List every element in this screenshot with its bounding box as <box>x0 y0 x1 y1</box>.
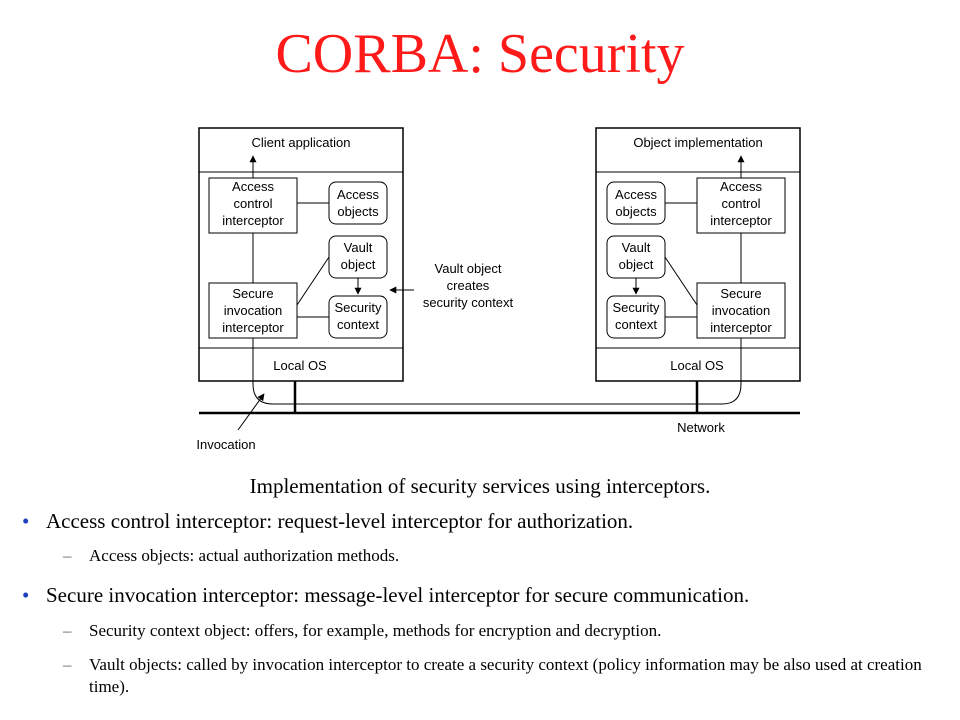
server-access-control-interceptor <box>696 177 786 234</box>
server-secure-invocation-interceptor-line1: Secure <box>720 286 761 301</box>
sub-bullet-text: Vault objects: called by invocation inte… <box>89 655 922 696</box>
server-access-control-interceptor-line3: interceptor <box>710 213 772 228</box>
server-security-context-line1: Security <box>613 300 660 315</box>
client-security-context-line2: context <box>337 317 379 332</box>
invocation-label: Invocation <box>196 437 255 452</box>
server-access-control-interceptor-line2: control <box>721 196 760 211</box>
diagram-caption: Implementation of security services usin… <box>249 474 711 498</box>
sub-bullet-marker: – <box>63 546 72 565</box>
vault-note-line1: Vault object <box>435 261 502 276</box>
client-secure-invocation-interceptor-line3: interceptor <box>222 320 284 335</box>
sub-bullet-marker: – <box>63 655 72 674</box>
server-access-objects-line2: objects <box>615 204 657 219</box>
client-access-control-interceptor-line2: control <box>233 196 272 211</box>
invocation-path <box>252 338 742 405</box>
page-title: CORBA: Security <box>275 23 685 85</box>
bullet-text: Access control interceptor: request-leve… <box>46 509 634 533</box>
client-vault-object-line2: object <box>341 257 376 272</box>
vault-note-line2: creates <box>447 278 490 293</box>
object-implementation-label: Object implementation <box>633 135 762 150</box>
client-access-control-interceptor-line3: interceptor <box>222 213 284 228</box>
client-access-control-interceptor-line1: Access <box>232 179 274 194</box>
client-local-os-label: Local OS <box>273 358 327 373</box>
bullet-marker: • <box>22 583 30 607</box>
server-access-objects-line1: Access <box>615 187 657 202</box>
client-secure-invocation-interceptor-line1: Secure <box>232 286 273 301</box>
sub-bullet-text: Access objects: actual authorization met… <box>89 546 400 565</box>
bullet-text: Secure invocation interceptor: message-l… <box>46 583 750 607</box>
vault-note-line3: security context <box>423 295 514 310</box>
server-security-context-line2: context <box>615 317 657 332</box>
client-access-objects-line2: objects <box>337 204 379 219</box>
client-secure-invocation-interceptor <box>208 282 298 339</box>
server-local-os-label: Local OS <box>670 358 724 373</box>
client-application-label: Client application <box>251 135 350 150</box>
server-secure-invocation-interceptor-line3: interceptor <box>710 320 772 335</box>
sub-bullet-text: Security context object: offers, for exa… <box>89 621 662 640</box>
server-secure-invocation-interceptor-line2: invocation <box>712 303 771 318</box>
server-secure-invocation-interceptor <box>696 282 786 339</box>
invocation-arrow <box>237 393 265 431</box>
network-label: Network <box>677 420 725 435</box>
server-vault-object-line2: object <box>619 257 654 272</box>
sub-bullet-marker: – <box>63 621 72 640</box>
server-access-control-interceptor-line1: Access <box>720 179 762 194</box>
server-vault-object-line1: Vault <box>622 240 651 255</box>
client-security-context-line1: Security <box>335 300 382 315</box>
client-vault-object-line1: Vault <box>344 240 373 255</box>
client-access-objects-line1: Access <box>337 187 379 202</box>
client-secure-invocation-interceptor-line2: invocation <box>224 303 283 318</box>
bullet-marker: • <box>22 509 30 533</box>
